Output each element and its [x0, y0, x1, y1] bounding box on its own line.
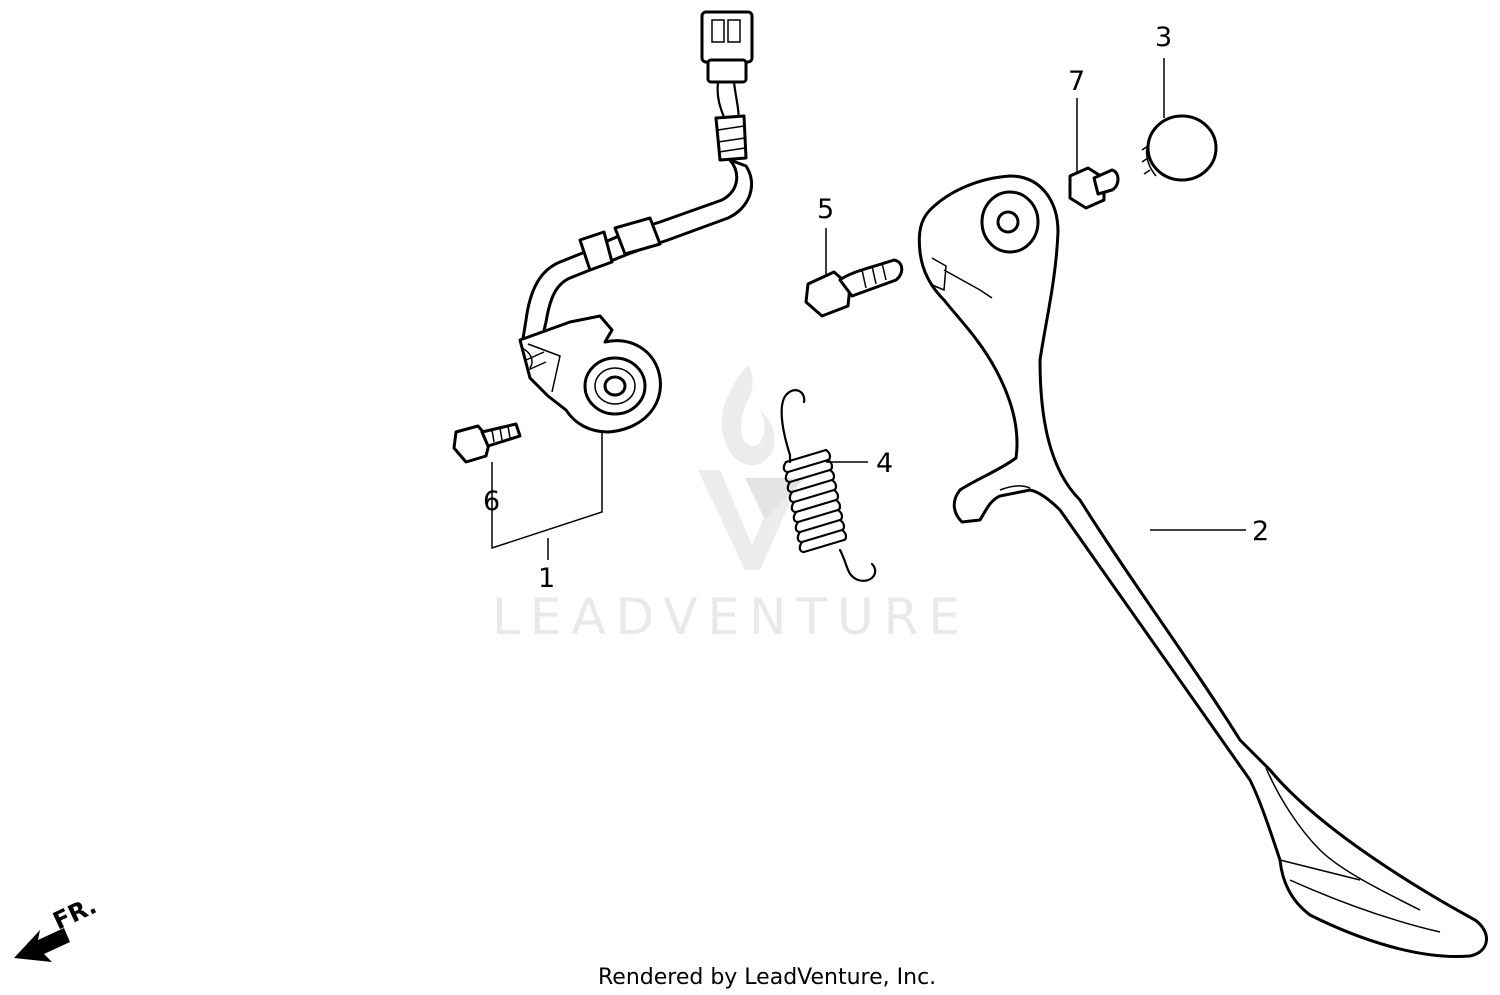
- front-direction-indicator: FR.: [14, 891, 101, 962]
- callout-1[interactable]: 1: [538, 563, 555, 594]
- part-1-sidestand-switch[interactable]: [518, 10, 754, 434]
- callout-7[interactable]: 7: [1068, 66, 1085, 97]
- footer-credit: Rendered by LeadVenture, Inc.: [598, 965, 936, 990]
- part-5-bolt[interactable]: [804, 258, 904, 318]
- callout-2[interactable]: 2: [1252, 516, 1269, 547]
- front-arrow-icon: [14, 928, 70, 962]
- leadventure-watermark: LEADVENTURE: [492, 365, 970, 646]
- part-2-side-stand[interactable]: [917, 174, 1488, 958]
- callout-5[interactable]: 5: [817, 194, 834, 225]
- flame-logo-icon: [698, 365, 805, 570]
- callout-3[interactable]: 3: [1155, 22, 1172, 53]
- callout-6[interactable]: 6: [483, 486, 500, 517]
- leader-lines: [491, 58, 1246, 560]
- part-7-nut[interactable]: [1068, 166, 1120, 210]
- part-4-spring[interactable]: [780, 389, 877, 582]
- part-3-cap[interactable]: [1141, 114, 1218, 182]
- watermark-text: LEADVENTURE: [492, 588, 970, 646]
- part-6-bolt[interactable]: [452, 422, 522, 464]
- callout-4[interactable]: 4: [876, 448, 893, 479]
- front-label: FR.: [49, 891, 101, 935]
